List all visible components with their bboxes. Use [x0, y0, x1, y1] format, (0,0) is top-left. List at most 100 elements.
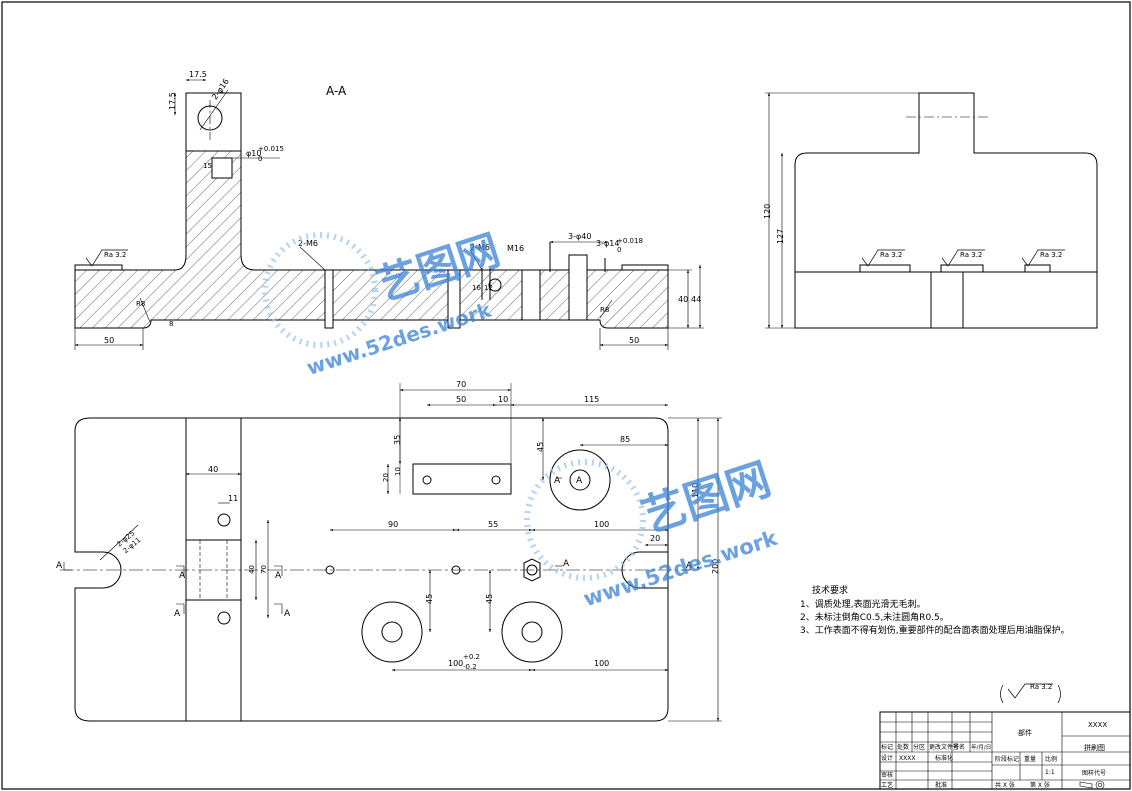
dim-17-5-h: 17.5: [189, 70, 207, 79]
dim-3phi40: 3-φ40: [568, 232, 591, 241]
tech-requirement-item: 2、未标注倒角C0.5,未注圆角R0.5。: [800, 611, 949, 623]
title-block: [879, 711, 1131, 790]
section-mark: A: [686, 561, 693, 571]
dim-2m6-left: 2-M6: [298, 239, 318, 248]
roughness-label: Ra 3.2: [104, 251, 126, 259]
tb-h-zone: 分区: [913, 743, 925, 751]
dim-70-v: 70: [260, 565, 268, 574]
dim-40-side: 40: [678, 295, 688, 304]
watermark: 艺图网 www.52des.work: [524, 454, 781, 612]
section-dimensions: [74, 78, 704, 350]
dim-3phi14: 3-φ14: [596, 239, 619, 248]
dim-100-tol-up: +0.2: [463, 653, 480, 661]
dim-45-b: 45: [485, 594, 494, 604]
tb-code: XXXX: [1088, 721, 1107, 729]
dim-phi10-tol: +0.015: [258, 145, 284, 153]
tb-design: 设计: [881, 754, 893, 762]
section-mark: A: [174, 609, 181, 619]
tech-requirement-item: 1、调质处理,表面光滑无毛刺。: [800, 598, 926, 610]
tb-h-stage: 阶段标记: [995, 755, 1019, 763]
plan-view: [60, 383, 690, 722]
general-roughness-label: Ra 3.2: [1030, 683, 1052, 691]
dim-r8-right: R8: [600, 306, 609, 314]
tb-process: 工艺: [881, 781, 893, 789]
watermark-en: www.52des.work: [580, 526, 780, 612]
dim-35: 35: [393, 435, 402, 445]
tech-requirements-title: 技术要求: [812, 584, 848, 596]
tb-h-mark: 标记: [881, 743, 893, 751]
dim-15: 15: [203, 162, 212, 170]
dim-40-plan: 40: [208, 465, 218, 474]
side-view: [765, 92, 1098, 329]
plan-dimensions: [63, 388, 722, 722]
dim-110: 110: [691, 483, 700, 498]
tb-scale: 1:1: [1045, 769, 1055, 776]
dim-12: 12: [484, 284, 493, 292]
tb-h-sign: 签名: [953, 743, 965, 751]
tb-h-doc: 更改文件号: [929, 743, 959, 751]
dim-phi10-tol0: 0: [258, 155, 262, 163]
watermark-cn: 艺图网: [636, 454, 777, 543]
general-roughness: [1000, 683, 1061, 704]
dim-115: 115: [584, 395, 599, 404]
tb-h-weight: 重量: [1024, 755, 1036, 763]
section-title: A-A: [326, 84, 347, 98]
dim-120: 120: [763, 204, 772, 219]
tb-sheet-no: 第 X 张: [1030, 781, 1050, 789]
dim-44-side: 44: [691, 295, 701, 304]
dim-10-v: 10: [394, 467, 402, 476]
section-mark: A: [554, 476, 561, 486]
dim-40-v: 40: [248, 565, 256, 574]
dim-45-top: 45: [536, 442, 545, 452]
dim-2m6-mid: 2-M6: [470, 243, 490, 252]
dim-8: 8: [169, 320, 173, 328]
dim-m16: M16: [507, 244, 524, 253]
section-mark: A: [284, 609, 291, 619]
tb-part: 部件: [1018, 728, 1032, 737]
tb-drawing-name: 拼刷图: [1084, 743, 1105, 752]
dim-100-tol: 100: [448, 659, 463, 668]
dim-r8-left: R8: [136, 300, 145, 308]
tb-approve: 批准: [935, 781, 947, 789]
dim-11: 11: [228, 494, 238, 503]
tech-requirement-item: 3、工作表面不得有划伤,重要部件的配合面表面处理后用油脂保护。: [800, 624, 1070, 636]
tb-h-scale: 比例: [1045, 755, 1057, 763]
dim-100-a: 100: [594, 520, 609, 529]
tb-std: 标准化: [935, 754, 953, 762]
tb-sheets-total: 共 X 张: [995, 781, 1015, 789]
dim-200: 200: [711, 559, 720, 574]
dim-85: 85: [620, 435, 630, 444]
dim-100-b: 100: [594, 659, 609, 668]
roughness-symbol: [85, 249, 128, 267]
roughness-label: Ra 3.2: [1040, 251, 1062, 259]
section-mark: A: [275, 571, 282, 581]
projection-symbol-icon: [1079, 780, 1105, 790]
roughness-label: Ra 3.2: [960, 251, 982, 259]
dim-17-5-v: 17.5: [168, 92, 177, 110]
dim-phi10: φ10: [246, 149, 261, 158]
dim-20-v: 20: [382, 473, 390, 482]
dim-10-top: 10: [498, 395, 508, 404]
section-mark: A: [563, 559, 570, 569]
section-mark: A: [576, 476, 583, 486]
section-mark: A: [179, 571, 186, 581]
dim-55: 55: [488, 520, 498, 529]
dim-20-r: 20: [650, 534, 660, 543]
tb-h-date: 年/月/日: [971, 743, 991, 751]
dim-3phi14-tol: +0.018: [617, 237, 643, 245]
dim-70: 70: [456, 380, 466, 389]
dim-100-tol-dn: -0.2: [463, 663, 477, 671]
dim-90: 90: [388, 520, 398, 529]
dim-50-right: 50: [629, 336, 639, 345]
dim-50-left: 50: [104, 336, 114, 345]
section-view-a-a: [74, 92, 669, 329]
dim-3phi14-tol0: 0: [617, 246, 621, 254]
dim-127: 127: [776, 229, 785, 244]
roughness-label: Ra 3.2: [880, 251, 902, 259]
tb-review: 审核: [881, 771, 893, 779]
tb-h-count: 处数: [897, 743, 909, 751]
dim-45-a: 45: [425, 594, 434, 604]
section-mark: A: [56, 561, 63, 571]
